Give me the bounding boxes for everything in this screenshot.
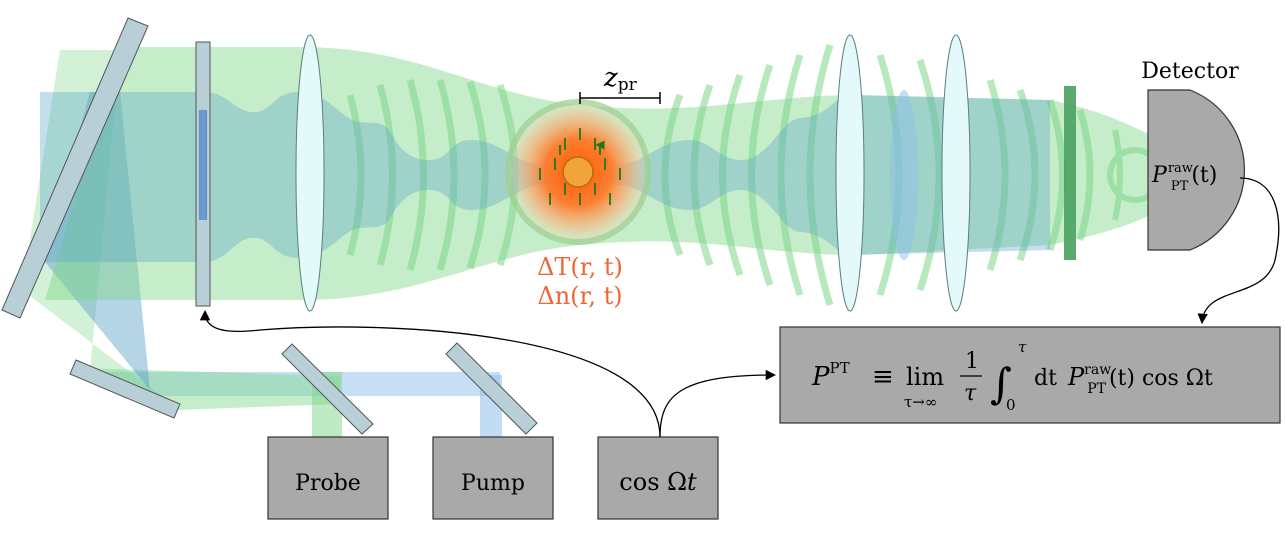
svg-text:PPT: PPT [811,359,850,392]
svg-text:≡: ≡ [872,362,894,392]
lens-2 [835,34,865,312]
probe-label: Probe [295,471,361,496]
zpr-label: zpr [603,63,638,95]
pump-label: Pump [461,471,525,496]
detector-label: Detector [1141,59,1239,84]
large-mirror [1,17,149,319]
lower-left-mirror [69,359,181,419]
probe-beam-diagonal [22,50,180,410]
svg-text:τ: τ [1018,338,1027,356]
pump-box [432,436,554,520]
svg-text:dt: dt [1034,366,1057,391]
particle [562,156,594,188]
svg-text:∫: ∫ [990,359,1012,408]
modulation-label: cos Ωt [619,468,697,496]
probe-beam-horizontal [80,368,340,410]
modulation-box [597,436,719,520]
lens-1 [295,34,325,312]
lockin-formula-box [779,326,1281,424]
detector-body [1147,89,1245,251]
detector-to-lockin-arrow [1197,177,1280,325]
svg-text:τ: τ [964,381,977,406]
probe-box [267,436,389,520]
zpr-scale-bar [579,92,661,104]
heat-flow-arrows [539,128,621,205]
modulator-highlight [199,110,207,220]
svg-text:lim: lim [906,363,944,391]
pump-beamsplitter [445,342,538,435]
pump-beam-horizontal [90,372,500,396]
svg-text:τ→∞: τ→∞ [904,393,937,411]
svg-text:0: 0 [1006,396,1016,414]
modulation-to-lockin-arrow [659,369,777,438]
pump-filter [1064,86,1076,260]
delta-T-label: ΔT(r, t) [537,253,623,281]
svg-text:1: 1 [965,349,979,374]
modulation-to-modulator-arrow [199,309,661,438]
delta-n-label: Δn(r, t) [537,282,622,310]
lens-3 [941,34,971,312]
pump-focus-blob [890,90,918,260]
heat-ring [505,99,651,245]
probe-wavefronts [346,43,1163,307]
probe-beamsplitter [281,343,374,435]
heated-region [503,97,653,247]
